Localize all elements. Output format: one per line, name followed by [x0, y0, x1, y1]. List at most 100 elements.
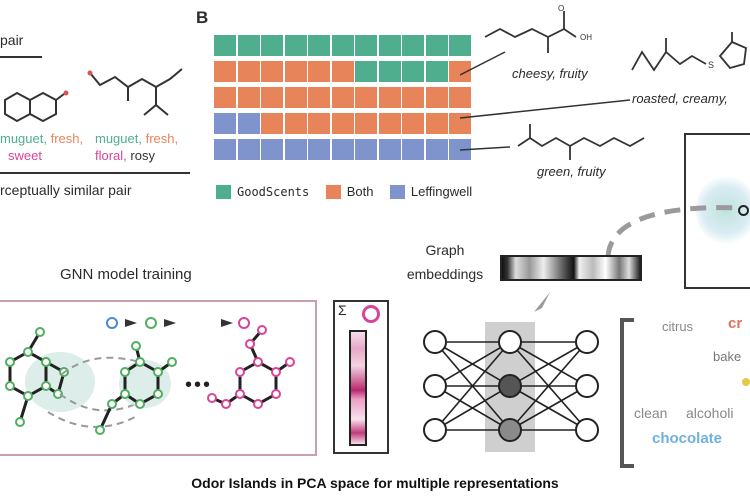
grid-cell-both	[261, 61, 283, 82]
grid-cell-goodscents	[355, 61, 377, 82]
grid-cell-both	[237, 87, 260, 108]
annotation-cheesy-fruity: cheesy, fruity	[512, 66, 588, 81]
grid-cell-both	[425, 113, 448, 134]
molecule-cheesy: OH O	[484, 5, 592, 53]
grid-cell-both	[261, 87, 283, 108]
descriptor-muguet-2: muguet,	[95, 131, 142, 146]
odor-bake: bake	[713, 349, 742, 364]
grid-cell-both	[402, 113, 424, 134]
grid-cell-both	[284, 87, 307, 108]
embedding-bar	[500, 255, 642, 281]
readout-node-icon	[362, 305, 380, 323]
molecule-roasted: S	[631, 32, 747, 72]
grid-cell-leffingwell	[214, 139, 236, 160]
descriptor-sweet: sweet	[8, 148, 42, 163]
grid-cell-leffingwell	[237, 113, 260, 134]
grid-cell-goodscents	[214, 35, 236, 56]
grid-cell-goodscents	[378, 61, 401, 82]
molecule-right	[87, 68, 183, 116]
descriptor-muguet: muguet,	[0, 131, 47, 146]
legend-label-goodscents: GoodScents	[237, 184, 310, 199]
grid-cell-goodscents	[261, 35, 283, 56]
grid-cell-goodscents	[402, 61, 424, 82]
grid-cell-both	[378, 113, 401, 134]
grid-cell-both	[449, 87, 471, 108]
odor-citrus: citrus	[662, 319, 694, 334]
grid-cell-goodscents	[378, 35, 401, 56]
footer-caption: Odor Islands in PCA space for multiple r…	[191, 475, 559, 491]
grid-cell-goodscents	[355, 35, 377, 56]
grid-cell-both	[308, 61, 330, 82]
grid-cell-both	[284, 113, 307, 134]
descriptor-fresh: fresh,	[50, 131, 84, 146]
annotation-connectors	[460, 51, 631, 151]
annotation-roasted-creamy: roasted, creamy,	[632, 91, 728, 106]
svg-text:O: O	[558, 5, 564, 13]
legend-swatch-both	[325, 184, 341, 199]
grid-cell-leffingwell	[261, 139, 283, 160]
legend-label-both: Both	[346, 184, 374, 200]
readout-vector	[349, 330, 367, 446]
odor-alcoholic: alcoholi	[686, 405, 734, 421]
grid-cell-goodscents	[284, 35, 307, 56]
embeddings-line2: embeddings	[406, 266, 484, 282]
grid-cell-both	[331, 61, 354, 82]
similar-pair-caption: rceptually similar pair	[0, 182, 132, 198]
legend: GoodScents Both Leffingwell	[216, 183, 484, 201]
grid-cell-both	[402, 87, 424, 108]
grid-cell-goodscents	[425, 35, 448, 56]
pair-label: pair	[0, 32, 24, 48]
odor-chocolate: chocolate	[652, 430, 723, 447]
molecule-green	[517, 124, 645, 160]
sum-icon: Σ	[338, 302, 347, 318]
grid-cell-goodscents	[425, 61, 448, 82]
grid-cell-both	[214, 87, 236, 108]
pair-underline	[0, 56, 42, 58]
neural-network	[423, 330, 599, 442]
arrow-up-icon	[534, 292, 550, 312]
descriptors-left: muguet, fresh, sweet	[0, 130, 83, 164]
grid-cell-both	[355, 113, 377, 134]
grid-cell-both	[425, 87, 448, 108]
grid-cell-both	[331, 113, 354, 134]
svg-text:S: S	[708, 60, 714, 70]
grid-cell-both	[284, 61, 307, 82]
dashed-arc	[605, 205, 740, 258]
molecule-left	[4, 90, 69, 123]
grid-cell-leffingwell	[425, 139, 448, 160]
grid-cell-both	[237, 61, 260, 82]
grid-cell-leffingwell	[331, 139, 354, 160]
descriptors-right: muguet, fresh, floral, rosy	[95, 130, 178, 164]
output-bracket	[620, 318, 634, 468]
descriptor-fresh-2: fresh,	[145, 131, 179, 146]
grid-cell-leffingwell	[308, 139, 330, 160]
grid-cell-goodscents	[237, 35, 260, 56]
grid-cell-both	[308, 87, 330, 108]
grid-cell-leffingwell	[378, 139, 401, 160]
grid-cell-leffingwell	[402, 139, 424, 160]
grid-cell-goodscents	[308, 35, 330, 56]
grid-cell-goodscents	[449, 35, 471, 56]
legend-swatch-leffingwell	[389, 184, 405, 199]
grid-cell-both	[214, 61, 236, 82]
descriptor-rosy: rosy	[130, 148, 155, 163]
grid-cell-leffingwell	[214, 113, 236, 134]
ellipsis: •••	[185, 374, 213, 396]
pca-panel	[684, 133, 750, 289]
grid-cell-leffingwell	[355, 139, 377, 160]
readout-box	[333, 300, 389, 454]
pca-point	[738, 205, 749, 216]
grid-cell-goodscents	[402, 35, 424, 56]
grid-cell-both	[355, 87, 377, 108]
grid-cell-leffingwell	[237, 139, 260, 160]
legend-swatch-goodscents	[216, 184, 231, 199]
odor-clean: clean	[634, 405, 668, 421]
gnn-diagram	[5, 317, 295, 435]
grid-cell-both	[449, 113, 471, 134]
grid-cell-both	[378, 87, 401, 108]
grid-cell-both	[331, 87, 354, 108]
odor-yellow-dot	[742, 378, 750, 386]
grid-cell-both	[449, 61, 471, 82]
embeddings-line1: Graph	[425, 242, 465, 258]
grid-cell-goodscents	[331, 35, 354, 56]
